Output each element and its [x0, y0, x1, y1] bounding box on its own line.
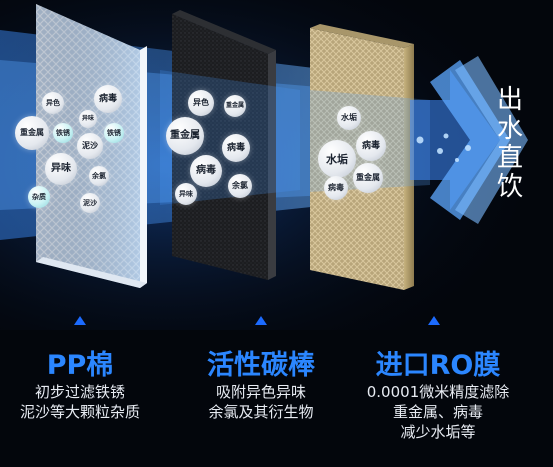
- particle-bubble: 重金属: [224, 95, 246, 117]
- description-line: 泥沙等大颗粒杂质: [19, 403, 140, 421]
- particle-bubble: 异味: [175, 183, 197, 205]
- particle-bubble: 铁锈: [104, 123, 124, 143]
- layer-title-pp: PP棉: [46, 350, 114, 381]
- particle-bubble: 泥沙: [77, 133, 103, 159]
- particle-bubble: 重金属: [353, 163, 383, 193]
- particle-bubble: 余氯: [89, 166, 109, 186]
- description-line: 0.0001微米精度滤除: [366, 383, 510, 401]
- particle-bubble: 杂质: [28, 186, 50, 208]
- ro-membrane-panel: [310, 24, 414, 290]
- particle-bubble: 泥沙: [80, 193, 100, 213]
- pointer-triangle-icon: [428, 316, 440, 325]
- particle-bubble: 病毒: [356, 131, 386, 161]
- description-line: 余氯及其衍生物: [208, 403, 314, 421]
- headline-drinkable-water: 出水直饮: [496, 85, 523, 202]
- particle-bubble: 水垢: [337, 106, 361, 130]
- layer-title-carbon: 活性碳棒: [207, 350, 315, 381]
- layer-description-carbon: 吸附异色异味 余氯及其衍生物: [181, 382, 341, 422]
- pointer-triangle-icon: [255, 316, 267, 325]
- description-line: 吸附异色异味: [215, 383, 306, 401]
- particle-bubble: 异味: [79, 110, 97, 128]
- pointer-triangle-icon: [74, 316, 86, 325]
- particle-bubble: 病毒: [324, 176, 348, 200]
- particle-bubble: 重金属: [15, 116, 49, 150]
- layer-description-pp: 初步过滤铁锈 泥沙等大颗粒杂质: [0, 382, 160, 422]
- particle-bubble: 病毒: [190, 155, 222, 187]
- particle-bubble: 水垢: [318, 140, 356, 178]
- particle-bubble: 余氯: [228, 174, 252, 198]
- output-arrows: [410, 56, 528, 224]
- particle-bubble: 重金属: [166, 117, 204, 155]
- description-line: 重金属、病毒: [392, 403, 483, 421]
- carbon-rod-panel: [172, 10, 276, 280]
- layer-title-ro: 进口RO膜: [375, 350, 501, 381]
- layer-description-ro: 0.0001微米精度滤除 重金属、病毒 减少水垢等: [348, 382, 528, 442]
- particle-bubble: 病毒: [222, 134, 250, 162]
- water-droplets: [416, 133, 471, 162]
- particle-bubble: 异味: [45, 153, 77, 185]
- description-line: 初步过滤铁锈: [34, 383, 125, 401]
- particle-bubble: 异色: [188, 90, 214, 116]
- particle-bubble: 病毒: [94, 85, 122, 113]
- description-line: 减少水垢等: [400, 423, 476, 441]
- particle-bubble: 铁锈: [53, 123, 73, 143]
- particle-bubble: 异色: [42, 92, 64, 114]
